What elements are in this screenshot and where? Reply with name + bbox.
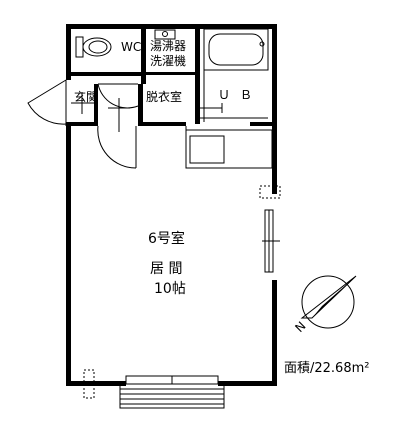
kitchen-counter	[185, 126, 273, 169]
entrance-label: 玄関	[74, 90, 99, 104]
room-door-icon	[97, 125, 137, 169]
water-heater-label: 湯沸器	[150, 39, 187, 53]
wall-top	[66, 24, 277, 29]
wall-right-lower	[272, 280, 277, 386]
unit-bath-label: ＵＢ	[218, 88, 263, 102]
balcony-window	[83, 369, 225, 409]
room-number-label: 6号室	[148, 231, 185, 247]
toilet-icon	[75, 36, 112, 58]
wall-dressing-post	[138, 84, 143, 126]
dressing-room-label: 脱衣室	[146, 90, 183, 104]
bathtub-icon	[203, 28, 269, 122]
living-room-label: 居 間	[150, 261, 183, 277]
wall-room-divider-left	[66, 122, 98, 126]
entrance-door-icon	[27, 79, 67, 126]
tatami-size-label: 10帖	[154, 281, 186, 297]
wall-bottom-left	[66, 381, 126, 386]
dressing-door-icon	[97, 83, 139, 132]
wall-right-upper	[272, 24, 277, 194]
side-window	[259, 185, 281, 273]
wall-left-upper	[66, 24, 71, 80]
wall-utility-bottom	[143, 72, 198, 75]
wall-room-divider-mid	[138, 122, 186, 126]
wall-wc-bottom	[66, 72, 144, 76]
wall-bottom-right	[218, 381, 277, 386]
compass-icon	[300, 275, 357, 329]
washer-label: 洗濯機	[150, 54, 187, 68]
wall-left-lower	[66, 126, 71, 386]
wall-room-divider-right	[250, 122, 277, 126]
water-heater-icon	[154, 29, 176, 40]
wall-wc-right	[141, 24, 146, 84]
wc-label: WC	[121, 40, 142, 54]
bath-step	[200, 103, 268, 119]
entrance-threshold	[71, 92, 94, 114]
area-label: 面積/22.68m²	[284, 361, 370, 376]
wall-entrance-post	[94, 84, 98, 126]
